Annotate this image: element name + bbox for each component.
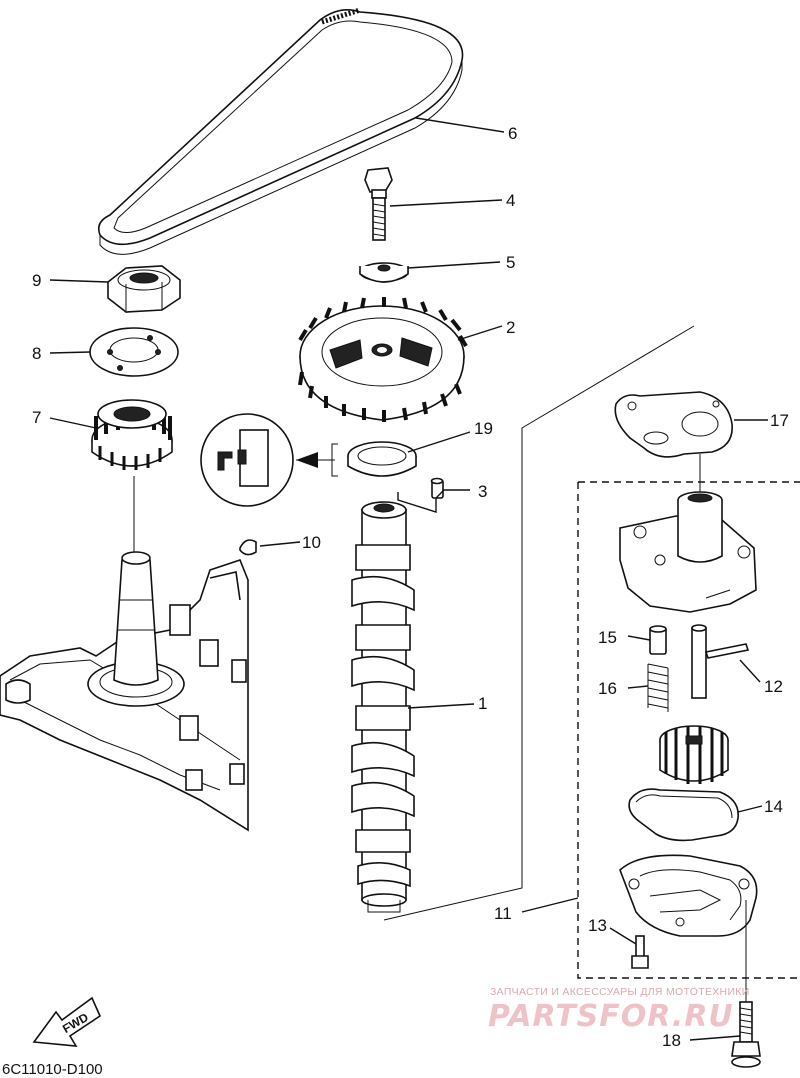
callout-7: 7 bbox=[32, 408, 41, 427]
diagram-code: 6C11010-D100 bbox=[2, 1061, 103, 1078]
timing-belt bbox=[97, 7, 464, 255]
spring-16 bbox=[647, 663, 669, 712]
callout-9: 9 bbox=[32, 271, 41, 290]
fwd-arrow: FWD bbox=[32, 996, 102, 1047]
bolt-18 bbox=[731, 900, 761, 1068]
pump-shaft bbox=[691, 624, 750, 699]
callout-2: 2 bbox=[506, 318, 515, 337]
watermark-logo: PARTSFOR.RU bbox=[488, 999, 734, 1034]
callouts: 1 2 3 4 5 6 7 8 9 10 11 12 13 14 15 16 1… bbox=[32, 124, 789, 1050]
leader-lines bbox=[49, 117, 768, 1041]
watermark: ЗАПЧАСТИ И АКСЕССУАРЫ ДЛЯ МОТОТЕХНИКИ PA… bbox=[488, 986, 750, 1034]
callout-15: 15 bbox=[598, 628, 617, 647]
callout-17: 17 bbox=[770, 411, 789, 430]
seal-detail-view bbox=[200, 413, 338, 507]
callout-19: 19 bbox=[474, 419, 493, 438]
crank-sprocket-7 bbox=[91, 399, 173, 470]
callout-12: 12 bbox=[764, 677, 783, 696]
callout-8: 8 bbox=[32, 344, 41, 363]
callout-4: 4 bbox=[506, 191, 515, 210]
callout-10: 10 bbox=[302, 533, 321, 552]
o-ring-14 bbox=[628, 788, 739, 842]
callout-14: 14 bbox=[764, 797, 783, 816]
plate-8 bbox=[89, 327, 179, 377]
screw-13 bbox=[631, 935, 649, 969]
callout-16: 16 bbox=[598, 679, 617, 698]
camshaft-sprocket bbox=[298, 297, 468, 422]
woodruff-key-10 bbox=[239, 539, 257, 556]
oil-pump-body bbox=[619, 491, 757, 613]
bolt-4 bbox=[364, 167, 393, 241]
pump-rotor bbox=[659, 725, 729, 784]
callout-18: 18 bbox=[662, 1031, 681, 1050]
camshaft bbox=[351, 501, 415, 913]
washer-5 bbox=[359, 262, 409, 283]
nut-9 bbox=[107, 265, 181, 313]
callout-1: 1 bbox=[478, 694, 487, 713]
oil-seal-19 bbox=[347, 441, 417, 477]
plunger-15 bbox=[649, 625, 667, 655]
watermark-caption: ЗАПЧАСТИ И АКСЕССУАРЫ ДЛЯ МОТОТЕХНИКИ bbox=[490, 986, 750, 998]
dowel-pin-3 bbox=[430, 477, 444, 499]
callout-5: 5 bbox=[506, 253, 515, 272]
engine-block bbox=[0, 551, 249, 832]
callout-13: 13 bbox=[588, 916, 607, 935]
callout-3: 3 bbox=[478, 482, 487, 501]
pump-cover bbox=[619, 854, 758, 937]
callout-11: 11 bbox=[494, 904, 512, 923]
callout-6: 6 bbox=[508, 124, 517, 143]
oil-pump-assembly bbox=[383, 325, 800, 1068]
gasket-17 bbox=[614, 391, 733, 458]
